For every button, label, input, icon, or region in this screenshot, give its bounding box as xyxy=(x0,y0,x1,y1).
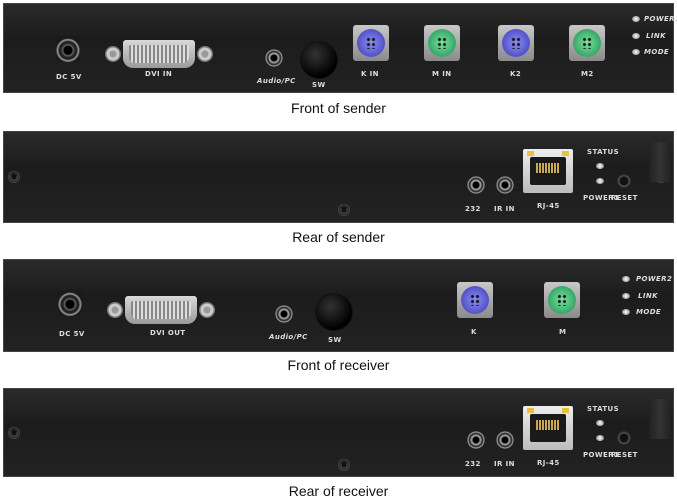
sw-knob xyxy=(300,41,338,79)
reset-label: RESET xyxy=(611,194,638,202)
ps2-mouse-port xyxy=(544,282,580,318)
rear-of-sender-panel: 232 IR IN RJ-45 STATUS POWER1 RESET xyxy=(3,131,674,223)
audio-label: Audio/PC xyxy=(269,333,308,341)
sw-label: SW xyxy=(312,81,326,89)
power-led xyxy=(632,16,640,22)
k2-label: K2 xyxy=(510,70,522,78)
mode-led xyxy=(632,49,640,55)
power-led xyxy=(622,276,630,282)
k-label: K xyxy=(471,328,477,336)
ps2-keyboard-2-port xyxy=(498,25,534,61)
ir-in-jack xyxy=(496,176,514,194)
ps2-keyboard-port xyxy=(457,282,493,318)
link-label: LINK xyxy=(646,32,666,40)
ps2-mouse-in-port xyxy=(424,25,460,61)
mode-label: MODE xyxy=(636,308,662,316)
reset-label: RESET xyxy=(611,451,638,459)
mode-label: MODE xyxy=(644,48,670,56)
power-label: POWER2 xyxy=(644,15,677,23)
dvi-in-label: DVI IN xyxy=(145,70,173,78)
m-label: M xyxy=(559,328,567,336)
rj45-port xyxy=(523,149,573,193)
rj45-label: RJ-45 xyxy=(537,202,560,210)
m-in-label: M IN xyxy=(432,70,452,78)
rj45-label: RJ-45 xyxy=(537,459,560,467)
screw-icon xyxy=(338,201,350,216)
rj45-port xyxy=(523,406,573,450)
mode-led xyxy=(622,309,630,315)
ps2-mouse-2-port xyxy=(569,25,605,61)
ir-in-label: IR IN xyxy=(494,460,515,468)
k-in-label: K IN xyxy=(361,70,379,78)
power1-led xyxy=(596,435,604,441)
ps2-keyboard-in-port xyxy=(353,25,389,61)
reset-button xyxy=(617,174,631,188)
front-of-sender-panel: DC 5V DVI IN Audio/PC SW K IN M IN K2 M2… xyxy=(3,3,677,93)
power1-label: POWER1 xyxy=(583,194,620,202)
power1-led xyxy=(596,178,604,184)
dvi-out-connector xyxy=(107,296,215,324)
sw-knob xyxy=(315,293,353,331)
front-of-receiver-panel: DC 5V DVI OUT Audio/PC SW K M POWER2 LIN… xyxy=(3,259,674,352)
link-led xyxy=(632,33,640,39)
status-label: STATUS xyxy=(587,148,620,156)
dvi-in-connector xyxy=(105,40,213,68)
rs232-jack xyxy=(467,176,485,194)
status-label: STATUS xyxy=(587,405,620,413)
dc-label: DC 5V xyxy=(56,73,82,81)
status-led xyxy=(596,420,604,426)
sw-label: SW xyxy=(328,336,342,344)
232-label: 232 xyxy=(465,205,481,213)
screw-icon xyxy=(8,168,20,183)
rear-of-receiver-panel: 232 IR IN RJ-45 STATUS POWER1 RESET xyxy=(3,388,674,477)
reset-button xyxy=(617,431,631,445)
audio-jack xyxy=(275,305,293,323)
ir-in-label: IR IN xyxy=(494,205,515,213)
rear-grip xyxy=(649,142,671,182)
power-label: POWER2 xyxy=(636,275,673,283)
audio-jack xyxy=(265,49,283,67)
audio-label: Audio/PC xyxy=(257,77,296,85)
screw-icon xyxy=(8,424,20,439)
rear-grip xyxy=(649,399,671,439)
rear-of-sender-caption: Rear of sender xyxy=(292,229,385,245)
rear-of-receiver-caption: Rear of receiver xyxy=(288,483,389,499)
ir-in-jack xyxy=(496,431,514,449)
link-label: LINK xyxy=(638,292,658,300)
link-led xyxy=(622,293,630,299)
front-of-sender-caption: Front of sender xyxy=(291,100,386,116)
rs232-jack xyxy=(467,431,485,449)
status-led xyxy=(596,163,604,169)
screw-icon xyxy=(338,456,350,471)
front-of-receiver-caption: Front of receiver xyxy=(287,357,390,373)
232-label: 232 xyxy=(465,460,481,468)
dvi-out-label: DVI OUT xyxy=(150,329,186,337)
power1-label: POWER1 xyxy=(583,451,620,459)
m2-label: M2 xyxy=(581,70,594,78)
dc-label: DC 5V xyxy=(59,330,85,338)
dc-power-jack xyxy=(56,36,80,62)
dc-power-jack xyxy=(58,290,82,316)
